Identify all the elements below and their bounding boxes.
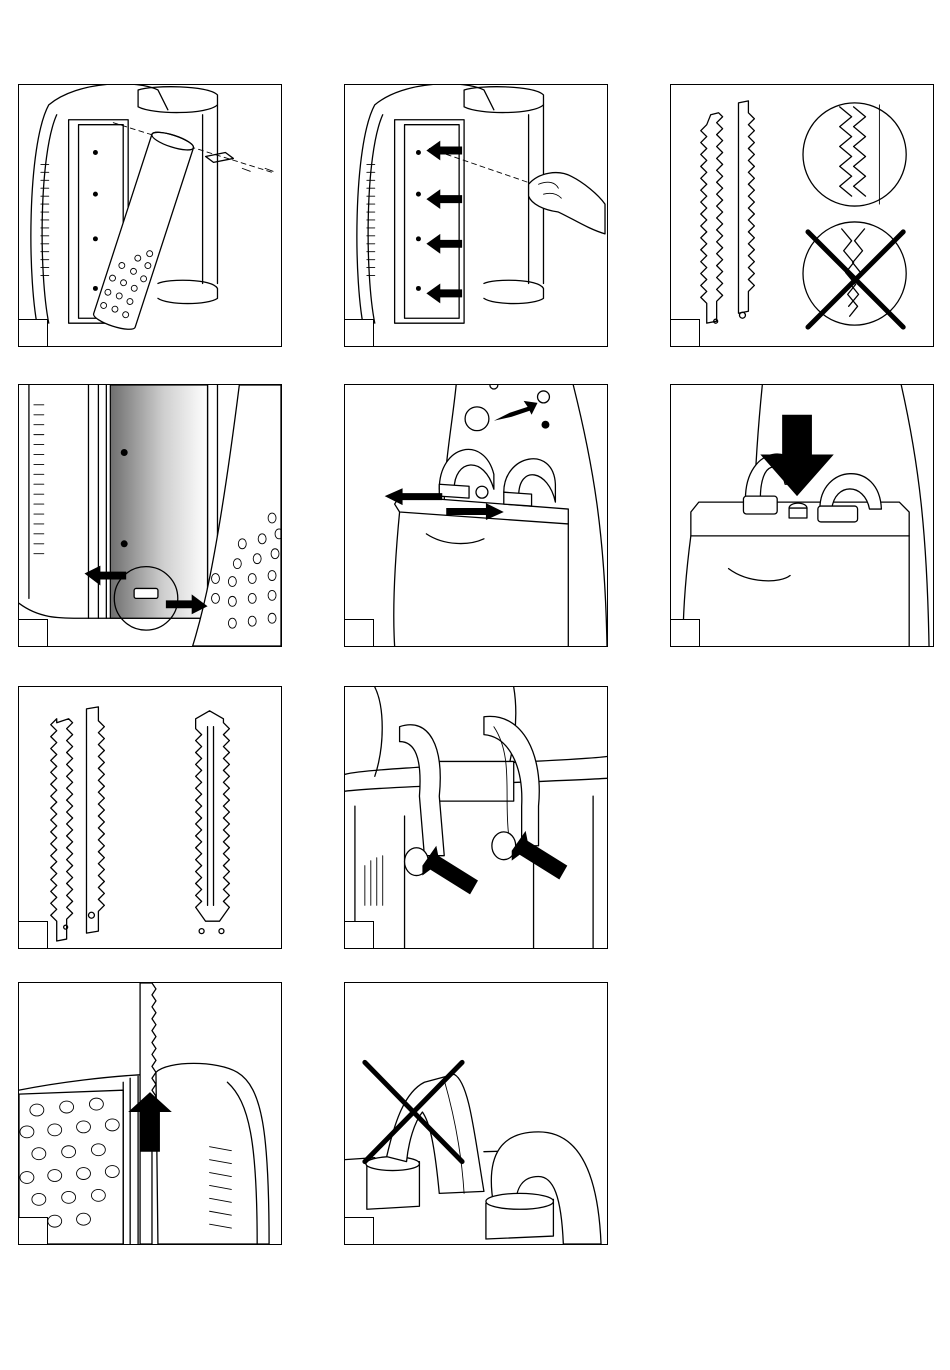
arrow-left-icons xyxy=(426,141,462,304)
step-number-box xyxy=(344,319,374,347)
release-latch-illustration xyxy=(19,385,281,646)
hand-icon xyxy=(529,173,605,234)
panel-filter-removal xyxy=(18,84,282,347)
press-filter-holder-illustration xyxy=(345,85,607,346)
filter-cylinder xyxy=(92,129,195,333)
filter-rack-1 xyxy=(701,113,723,323)
arrow-down-icon xyxy=(760,415,833,496)
step-number-box xyxy=(344,1217,374,1245)
filter-removal-illustration xyxy=(19,85,281,346)
panel-filter-rack-correct-incorrect xyxy=(670,84,934,347)
panel-press-down-button xyxy=(670,384,934,647)
step-number-box xyxy=(18,619,48,647)
connect-hoses-illustration xyxy=(345,687,607,948)
panel-filter-rack-assembly xyxy=(18,686,282,949)
filter-rack-assembly-illustration xyxy=(19,687,281,948)
panel-hose-connection-top xyxy=(344,384,608,647)
step-number-box xyxy=(344,619,374,647)
incorrect-hose-illustration xyxy=(345,983,607,1244)
arrow-icon xyxy=(494,401,538,421)
insert-rack-illustration xyxy=(19,983,281,1244)
filter-rack-illustration xyxy=(671,85,933,346)
step-number-box xyxy=(670,319,700,347)
panel-press-filter-holder xyxy=(344,84,608,347)
step-number-box xyxy=(18,319,48,347)
hose-left xyxy=(400,725,445,856)
correct-detail-circle xyxy=(803,103,906,206)
panel-incorrect-hose-position xyxy=(344,982,608,1245)
step-number-box xyxy=(18,921,48,949)
step-number-box xyxy=(18,1217,48,1245)
panel-insert-rack xyxy=(18,982,282,1245)
filter-rack-2 xyxy=(86,707,104,933)
panel-connect-hoses xyxy=(344,686,608,949)
hose-connection-illustration xyxy=(345,385,607,646)
filter-rack-1 xyxy=(51,719,73,941)
filter-rack-2 xyxy=(738,101,754,313)
panel-release-latch xyxy=(18,384,282,647)
press-down-illustration xyxy=(671,385,933,646)
step-number-box xyxy=(344,921,374,949)
step-number-box xyxy=(670,619,700,647)
assembled-filter-rack xyxy=(196,711,230,921)
